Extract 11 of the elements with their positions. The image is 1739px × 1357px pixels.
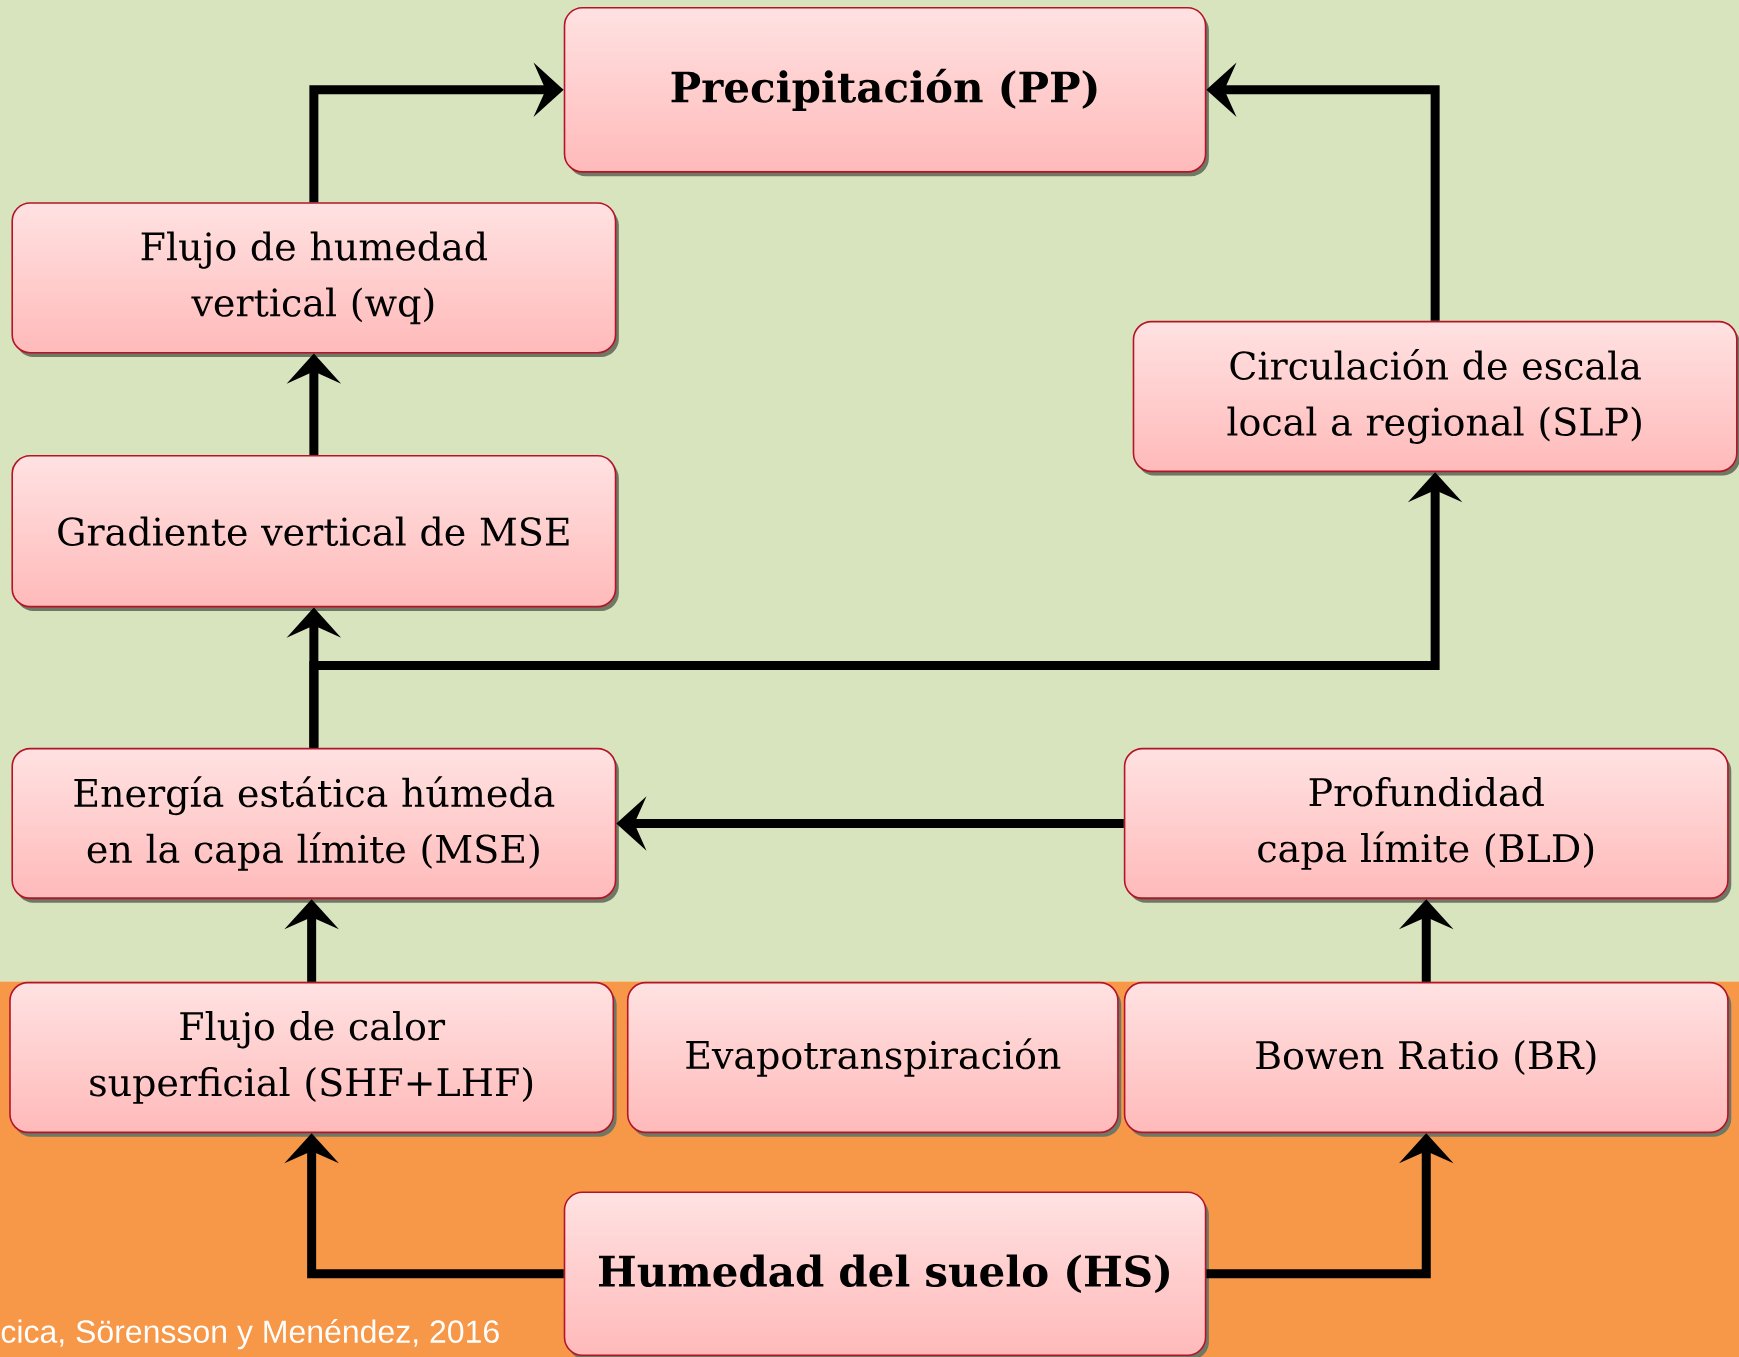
process-box: Bowen Ratio (BR) (1123, 981, 1729, 1133)
process-box: Evapotranspiración (626, 981, 1119, 1133)
process-box: Humedad del suelo (HS) (563, 1191, 1207, 1356)
process-box: Flujo de humedad vertical (wq) (11, 201, 617, 354)
process-box: Energía estática húmeda en la capa límite (MSE) (11, 747, 617, 899)
process-box: Flujo de calor superficial (SHF+LHF) (9, 981, 615, 1133)
citation-text: cica, Sörensson y Menéndez, 2016 (1, 1318, 499, 1350)
process-box: Gradiente vertical de MSE (11, 454, 617, 608)
process-box: Precipitación (PP) (563, 6, 1207, 173)
process-box: Circulación de escala local a regional (SLP) (1132, 320, 1738, 472)
process-box: Profundidad capa límite (BLD) (1123, 747, 1729, 899)
